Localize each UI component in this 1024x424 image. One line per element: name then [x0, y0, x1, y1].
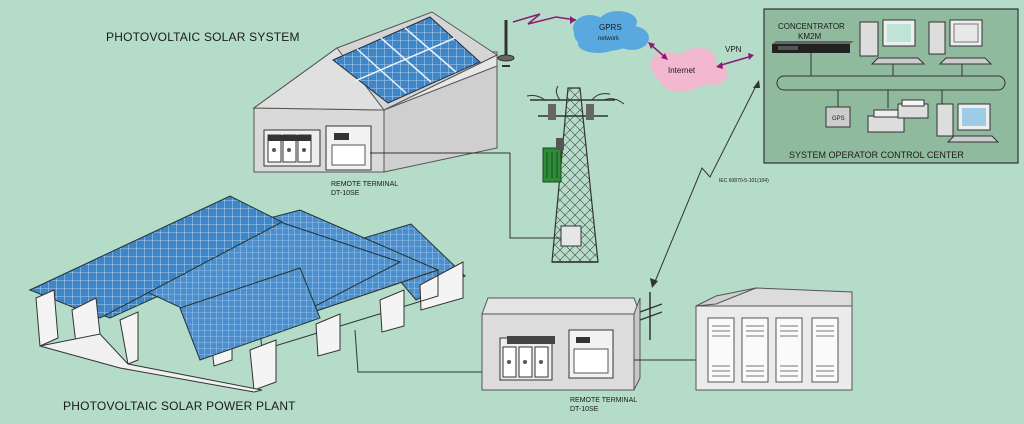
- internet-label: Internet: [668, 66, 696, 75]
- roof-solar-panels: [332, 16, 481, 104]
- remote-terminal-house-cabinet: [263, 125, 372, 171]
- concentrator-device: [772, 41, 854, 53]
- workstation-2-icon: [928, 19, 993, 65]
- iec-link-line: [653, 83, 758, 285]
- gprs-network-label: network: [598, 36, 620, 42]
- rt2-label-line2: DT-10SE: [570, 406, 599, 413]
- rt2-antenna-icon: [639, 292, 663, 340]
- rt1-label-line1: REMOTE TERMINAL: [331, 181, 398, 188]
- house-to-pylon-cable: [370, 152, 561, 239]
- internet-cloud: [650, 48, 728, 92]
- workstation-3-icon: [936, 103, 1000, 143]
- antenna-icon: [497, 20, 515, 67]
- rt1-label-line2: DT-10SE: [331, 190, 360, 197]
- solar-array-front: [28, 195, 321, 393]
- pv-system-title: PHOTOVOLTAIC SOLAR SYSTEM: [106, 30, 300, 44]
- pylon-junction-box: [560, 225, 582, 247]
- gps-label: GPS: [832, 116, 845, 122]
- gprs-internet-link: [648, 42, 668, 60]
- pv-plant-title: PHOTOVOLTAIC SOLAR POWER PLANT: [63, 399, 296, 413]
- workstation-1-icon: [859, 19, 926, 65]
- rt2-label-line1: REMOTE TERMINAL: [570, 397, 637, 404]
- plant-cable: [354, 329, 498, 373]
- concentrator-label-line1: CONCENTRATOR: [778, 22, 845, 31]
- vpn-label: VPN: [725, 45, 742, 54]
- iec-protocol-label: IEC 60870-5-101(104): [719, 178, 769, 184]
- power-pylon: [526, 85, 625, 263]
- gps-receiver-box: [825, 106, 851, 128]
- gprs-label: GPRS: [599, 23, 622, 32]
- substation-building: [695, 287, 853, 391]
- gprs-link-zigzag: [512, 13, 577, 25]
- remote-terminal-enclosure: [481, 297, 641, 391]
- control-center-label: SYSTEM OPERATOR CONTROL CENTER: [789, 150, 964, 160]
- concentrator-label-line2: KM2M: [798, 32, 821, 41]
- gprs-network-cloud: [573, 11, 649, 53]
- printer-icon: [867, 99, 929, 133]
- transformer: [542, 138, 564, 183]
- vpn-link: [716, 53, 754, 69]
